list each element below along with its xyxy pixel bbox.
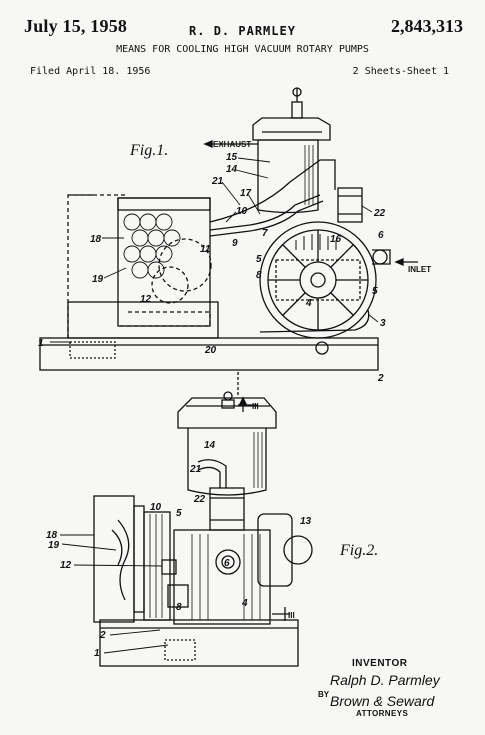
fig1-exhaust-tank <box>257 139 319 214</box>
fig1-ref: 5 <box>256 254 262 265</box>
attorneys-label: ATTORNEYS <box>356 709 409 718</box>
fig2-ref: 14 <box>204 440 216 451</box>
fig2-motor-13 <box>257 513 293 587</box>
fig1-ref: 8 <box>256 270 262 281</box>
fig1-valve-22 <box>337 187 363 223</box>
fig1-ref: 6 <box>378 230 384 241</box>
fig1-base-bolt <box>315 341 329 355</box>
exhaust-label: EXHAUST <box>213 140 251 149</box>
fig2-ref: 6 <box>224 558 230 569</box>
fig1-housing-outline <box>67 194 125 338</box>
fig2-pump-fins <box>191 534 261 620</box>
fig1-mount <box>259 309 370 333</box>
fig1-ref: 15 <box>226 152 238 163</box>
fig1-base-foot <box>69 341 116 359</box>
fig1-tank-plug <box>291 101 303 119</box>
fig2-shaft-6 <box>215 549 241 575</box>
patent-title: MEANS FOR COOLING HIGH VACUUM ROTARY PUM… <box>116 44 369 55</box>
fig2-ref: 8 <box>176 602 182 613</box>
fig1-flywheel-spokes <box>268 230 368 330</box>
fig1-ref: 5 <box>372 286 378 297</box>
fig1-ref: 20 <box>204 345 217 356</box>
filed-date: Filed April 18. 1956 <box>30 66 151 77</box>
fig2-ref: 10 <box>150 502 162 513</box>
fig2-section-marker: III <box>288 611 295 620</box>
patent-number: 2,843,313 <box>391 16 463 36</box>
inventor-signature: Ralph D. Parmley <box>330 672 441 688</box>
fig2-label: Fig.2. <box>339 542 378 559</box>
fig2-ref: 19 <box>48 540 60 551</box>
fig1-ref: 19 <box>92 274 104 285</box>
fig2-cooling-housing <box>93 495 135 623</box>
fig1-ref: 17 <box>240 188 252 199</box>
fig1-ref: 14 <box>226 164 238 175</box>
fig1-fan-mesh <box>123 213 181 279</box>
figure-2 <box>93 391 313 667</box>
fig1-ref: 22 <box>373 208 386 219</box>
fig1-lower-block <box>67 301 219 339</box>
fig1-ref: 21 <box>211 176 224 187</box>
fig2-tube-21 <box>197 459 227 488</box>
fig2-tank-body <box>187 428 267 496</box>
fig1-ref: 12 <box>140 294 152 305</box>
fig2-coupling-12 <box>161 559 177 575</box>
fig1-ref: 7 <box>262 228 268 239</box>
fig1-section-marker: III <box>252 402 259 411</box>
fig1-flywheel <box>259 221 377 339</box>
fig2-ref: 5 <box>176 508 182 519</box>
fig2-ref: 4 <box>241 598 248 609</box>
fig1-ref: 18 <box>90 234 102 245</box>
fig2-ref: 18 <box>46 530 58 541</box>
fig1-ref: 10 <box>236 206 248 217</box>
fig1-label: Fig.1. <box>129 142 168 159</box>
patent-date: July 15, 1958 <box>24 16 128 36</box>
by-label: BY <box>318 690 330 699</box>
fig2-ref: 22 <box>193 494 206 505</box>
fig2-ref: 13 <box>300 516 312 527</box>
fig2-tank-cap <box>177 397 277 429</box>
fig1-tube-10 <box>209 194 321 231</box>
fig1-fan-circle <box>158 238 212 292</box>
fig2-ref: 2 <box>99 630 106 641</box>
fig1-ref: 9 <box>232 238 238 249</box>
fig1-ref: 2 <box>377 373 384 384</box>
fig1-tank-cap <box>252 117 331 141</box>
fig2-base <box>99 619 299 667</box>
sheet-count: 2 Sheets-Sheet 1 <box>352 66 449 77</box>
attorney-signature: Brown & Seward <box>330 693 435 709</box>
fig2-ref: 1 <box>94 648 100 659</box>
figure-1 <box>39 87 418 412</box>
fig1-ref: 11 <box>200 244 211 255</box>
fig1-ref: 4 <box>305 298 312 309</box>
fig2-ref: 12 <box>60 560 72 571</box>
fig1-ref: 1 <box>38 338 44 349</box>
fig2-ref: 21 <box>189 464 202 475</box>
inventor-label: INVENTOR <box>352 658 408 669</box>
inventor-name-header: R. D. PARMLEY <box>189 24 296 38</box>
fig1-ref: 3 <box>380 318 386 329</box>
inlet-label: INLET <box>408 265 431 274</box>
fig1-ref: 16 <box>330 234 342 245</box>
fig2-pump-body <box>173 529 271 625</box>
fig2-fan-blade <box>117 519 130 601</box>
